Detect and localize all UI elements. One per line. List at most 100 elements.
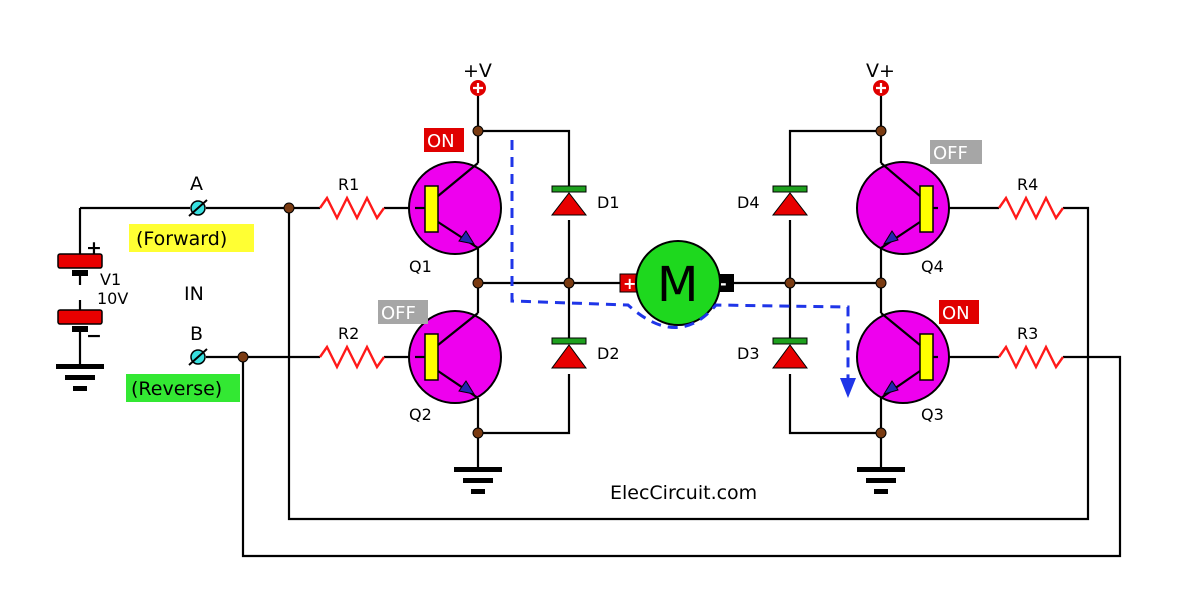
diode-label: D2 xyxy=(597,344,620,363)
motor-label: M xyxy=(657,257,698,313)
state-tag-q3: ON xyxy=(939,300,979,324)
resistor-zigzag xyxy=(319,344,385,370)
state-tag-q4: OFF xyxy=(930,140,982,164)
resistor-zigzag xyxy=(998,195,1064,221)
state-tag-text: OFF xyxy=(381,303,416,324)
diode-cathode-bar xyxy=(772,185,808,193)
battery-plate-short xyxy=(72,270,88,276)
motor: + - M xyxy=(619,240,734,326)
resistor-label: R2 xyxy=(338,324,359,343)
resistor-label: R4 xyxy=(1017,175,1038,194)
diode-d4: D4 xyxy=(737,185,809,216)
transistor-label: Q3 xyxy=(921,405,944,424)
wire-forward-crossover xyxy=(287,206,1090,521)
state-tag-text: ON xyxy=(427,131,455,152)
battery-plate-long xyxy=(57,309,103,325)
resistor-zigzag xyxy=(319,195,385,221)
terminal-slash xyxy=(188,199,208,217)
battery-minus-sign: − xyxy=(86,325,102,347)
input-b-name: B xyxy=(190,323,203,345)
input-b: B (Reverse) xyxy=(126,323,240,402)
transistor-base-bar xyxy=(424,185,439,233)
junction-node xyxy=(237,351,249,363)
current-path-line xyxy=(510,140,850,380)
input-a-highlight xyxy=(129,224,254,252)
supply-right-label: V+ xyxy=(866,60,895,82)
ground-icon xyxy=(857,467,905,494)
state-tag-text: OFF xyxy=(933,143,968,164)
input-a-name: A xyxy=(190,173,203,195)
transistor-base-bar xyxy=(424,333,439,381)
ground-symbols xyxy=(56,364,905,494)
state-tag-text: ON xyxy=(942,303,970,324)
junction-node xyxy=(472,427,484,439)
junction-node xyxy=(875,427,887,439)
transistor-label: Q4 xyxy=(921,257,944,276)
input-b-highlight xyxy=(126,374,240,402)
wire-reverse-crossover xyxy=(241,355,1122,558)
diode-triangle xyxy=(772,344,808,369)
diode-label: D3 xyxy=(737,344,760,363)
diode-label: D1 xyxy=(597,193,620,212)
wire-right-bases xyxy=(938,206,999,359)
wiring xyxy=(78,95,1122,558)
junction-nodes xyxy=(237,125,887,439)
junction-node xyxy=(875,125,887,137)
junction-node xyxy=(875,277,887,289)
junction-node xyxy=(784,277,796,289)
ground-icon xyxy=(454,467,502,494)
input-b-label: (Reverse) xyxy=(131,378,222,400)
battery-voltage: 10V xyxy=(97,289,128,308)
junction-node xyxy=(472,125,484,137)
transistor-label: Q2 xyxy=(409,405,432,424)
resistor-r2: R2 xyxy=(319,324,385,370)
terminal-slash xyxy=(188,348,208,366)
diode-triangle xyxy=(550,192,588,216)
battery-plate-long xyxy=(57,253,103,269)
diode-label: D4 xyxy=(737,193,760,212)
battery-name: V1 xyxy=(100,270,121,289)
motor-plus-sign: + xyxy=(623,274,636,293)
resistor-label: R1 xyxy=(338,175,359,194)
resistor-r4: R4 xyxy=(998,175,1064,221)
motor-body xyxy=(635,240,721,326)
transistor-q2: Q2 xyxy=(408,310,502,424)
arrow-down-icon xyxy=(840,378,856,398)
resistor-r1: R1 xyxy=(319,175,385,221)
diode-cathode-bar xyxy=(551,185,587,193)
emitter-arrow-icon xyxy=(458,230,476,245)
diode-cathode-bar xyxy=(772,337,808,345)
input-heading: IN xyxy=(184,283,204,305)
resistor-zigzag xyxy=(998,344,1064,370)
transistor-label: Q1 xyxy=(409,257,432,276)
emitter-arrow-icon xyxy=(882,230,899,245)
ground-icon xyxy=(56,364,104,391)
resistor-label: R3 xyxy=(1017,324,1038,343)
diode-cathode-bar xyxy=(551,337,587,345)
battery-plus-sign: + xyxy=(86,237,102,259)
transistor-base-bar xyxy=(919,333,934,381)
transistor-q3: Q3 xyxy=(856,310,950,424)
input-a: A (Forward) xyxy=(129,173,254,252)
diode-d2: D2 xyxy=(551,337,620,369)
transistor-q4: Q4 xyxy=(856,161,950,276)
battery-v1: + − V1 10V xyxy=(57,237,128,347)
transistor-q1: Q1 xyxy=(408,161,502,276)
current-flow-path xyxy=(510,140,856,398)
junction-node xyxy=(563,277,575,289)
junction-node xyxy=(283,202,295,214)
diode-d3: D3 xyxy=(737,337,808,369)
supply-left-label: +V xyxy=(463,60,492,82)
resistor-r3: R3 xyxy=(998,324,1064,370)
input-a-label: (Forward) xyxy=(136,228,227,250)
diode-d1: D1 xyxy=(550,185,620,216)
battery-plate-short xyxy=(72,326,88,332)
diode-triangle xyxy=(771,192,809,216)
site-watermark: ElecCircuit.com xyxy=(610,482,757,504)
motor-minus-sign: - xyxy=(720,274,727,293)
junction-node xyxy=(472,277,484,289)
state-tag-q2: OFF xyxy=(378,300,428,324)
transistor-base-bar xyxy=(919,185,934,233)
state-tag-q1: ON xyxy=(424,128,464,152)
